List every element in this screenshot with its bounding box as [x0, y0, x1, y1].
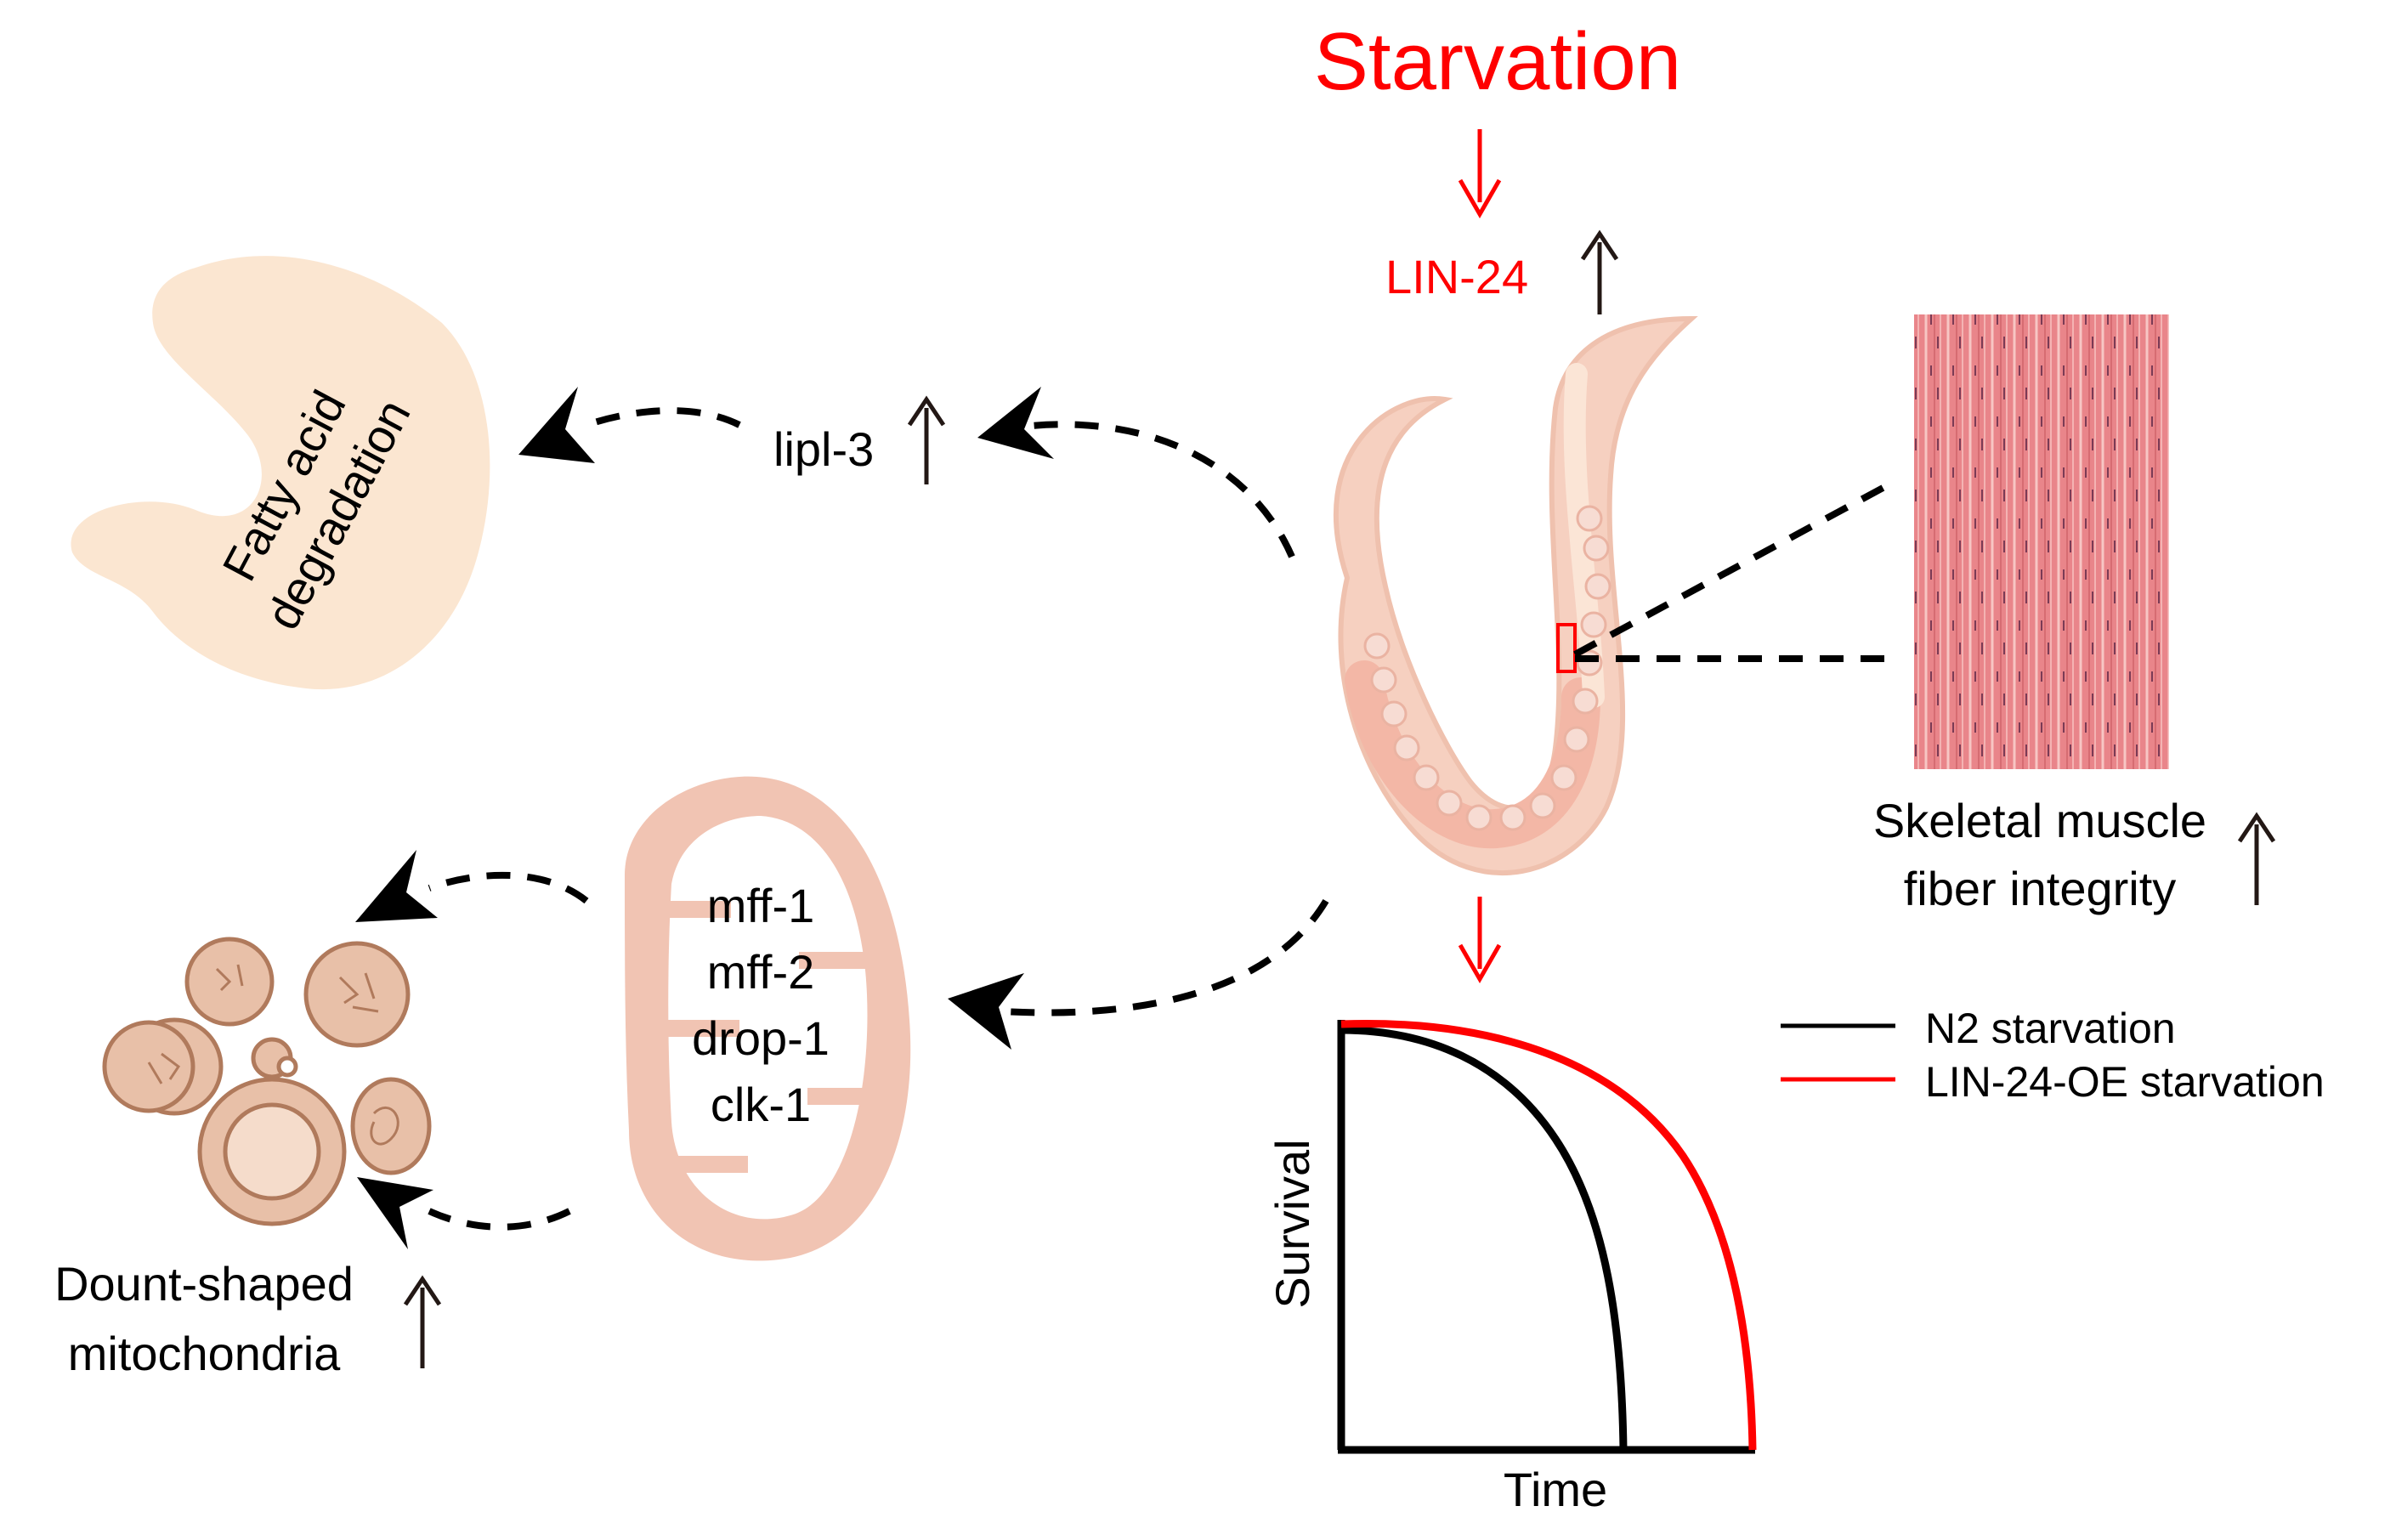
x-axis-label: Time	[1504, 1463, 1607, 1516]
worm-zoom-box	[1556, 623, 1577, 673]
red-arrow-survival	[1458, 897, 1502, 984]
survival-plot: Time Survival	[1266, 1020, 1757, 1516]
lipl3-up-arrow-icon	[907, 395, 946, 484]
fatty-acid-blob	[71, 256, 490, 690]
muscle-label-line1: Skeletal muscle	[1873, 794, 2206, 847]
lin24-up-arrow-icon	[1580, 229, 1619, 314]
dashed-arrow-upper-donut	[428, 871, 589, 904]
legend-label-n2: N2 starvation	[1925, 1005, 2176, 1052]
dashed-arrow-to-lipl3	[1002, 421, 1295, 558]
dashed-arrow-to-mito	[1002, 898, 1329, 1016]
dashed-arrow-lower-donut	[428, 1208, 571, 1231]
lin24-oe-survival-curve	[1340, 1020, 1757, 1451]
arrowhead-lipl3-icon	[977, 387, 1054, 459]
y-axis-label: Survival	[1266, 1139, 1319, 1308]
mito-gene-2: mff-2	[707, 945, 815, 999]
lin24-label: LIN-24	[1385, 250, 1528, 303]
n2-survival-curve	[1340, 1026, 1628, 1451]
donut-label-line1: Dount-shaped	[54, 1257, 354, 1311]
starvation-title: Starvation	[1314, 16, 1681, 107]
lipl3-label: lipl-3	[773, 422, 874, 476]
skeletal-muscle-image	[1914, 314, 2169, 769]
worm	[1334, 315, 1698, 875]
arrowhead-upper-donut-icon	[355, 850, 438, 922]
mito-gene-4: clk-1	[711, 1078, 811, 1131]
mitochondrion	[625, 776, 911, 1261]
mito-gene-1: mff-1	[707, 879, 815, 932]
arrowhead-lower-donut-icon	[357, 1177, 433, 1249]
muscle-label-line2: fiber integrity	[1904, 862, 2177, 915]
donut-label-line2: mitochondria	[68, 1327, 341, 1380]
mito-gene-3: drop-1	[692, 1011, 830, 1065]
red-arrow-top	[1458, 129, 1502, 219]
legend: N2 starvation LIN-24-OE starvation	[1781, 1005, 2325, 1106]
muscle-up-arrow-icon	[2237, 812, 2276, 905]
dashed-arrow-to-fatty	[585, 407, 741, 428]
legend-label-lin24-oe: LIN-24-OE starvation	[1925, 1058, 2325, 1106]
arrowhead-fatty-icon	[518, 387, 595, 463]
arrowhead-mito-icon	[948, 973, 1024, 1050]
donut-up-arrow-icon	[403, 1275, 442, 1368]
zoom-line-upper	[1573, 477, 1899, 658]
